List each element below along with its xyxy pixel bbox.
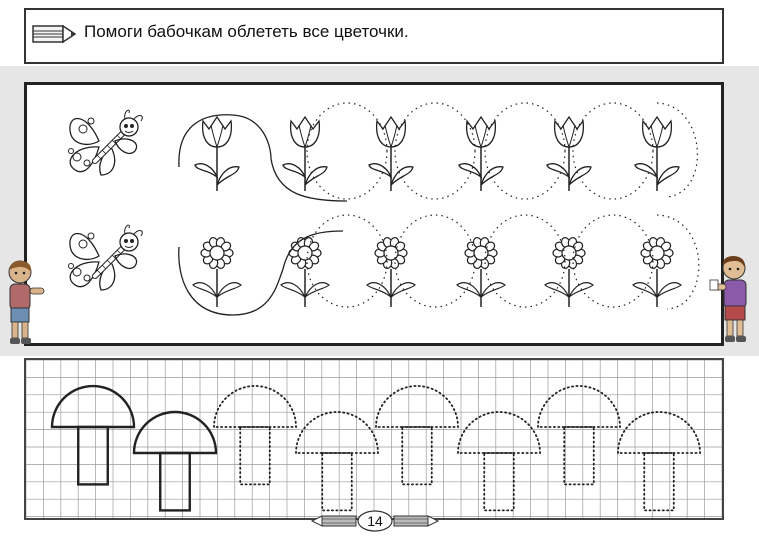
mushroom-icon (375, 385, 459, 486)
path-dotted (484, 102, 566, 200)
pencil-icon (32, 24, 76, 44)
daisy-icon (366, 237, 416, 307)
page-number: 14 (367, 513, 383, 529)
daisy-icon (192, 237, 242, 307)
daisy-icon (280, 237, 330, 307)
mushroom-icon (132, 410, 218, 512)
daisy-icon (456, 237, 506, 307)
butterfly-icon (68, 109, 143, 176)
mushroom-tracing (26, 360, 722, 518)
daisy-icon (544, 237, 594, 307)
path-dotted (306, 102, 388, 200)
tulip-icon (282, 115, 328, 191)
child-figure-icon (8, 260, 45, 344)
path-dotted (394, 102, 476, 200)
child-figure-icon (709, 256, 747, 342)
page-number-pencils (310, 510, 440, 532)
path-dotted (484, 214, 566, 308)
path-dotted (306, 214, 388, 308)
path-dotted (572, 102, 654, 200)
exercise-panel (24, 82, 724, 346)
mushroom-icon (295, 411, 379, 512)
mushroom-icon (50, 384, 136, 486)
tracing-grid (24, 358, 724, 520)
path-solid (178, 230, 344, 316)
butterfly-icon (68, 224, 143, 291)
instruction-text: Помоги бабочкам облететь все цветочки. (84, 22, 409, 41)
tulip-icon (194, 115, 240, 191)
exercise-drawing (68, 102, 700, 316)
instruction-box: Помоги бабочкам облететь все цветочки. (24, 8, 724, 64)
mushroom-icon (457, 411, 541, 512)
tulip-icon (368, 115, 414, 191)
path-dotted (394, 214, 476, 308)
tulip-icon (458, 115, 504, 191)
path-dotted (656, 102, 698, 198)
mushroom-icon (537, 385, 621, 486)
path-solid (178, 114, 348, 202)
path-dotted (572, 214, 654, 308)
path-dotted (656, 214, 700, 310)
daisy-icon (632, 237, 682, 307)
mushroom-icon (617, 411, 701, 512)
tulip-icon (634, 115, 680, 191)
mushroom-icon (213, 385, 297, 486)
tulip-icon (546, 115, 592, 191)
